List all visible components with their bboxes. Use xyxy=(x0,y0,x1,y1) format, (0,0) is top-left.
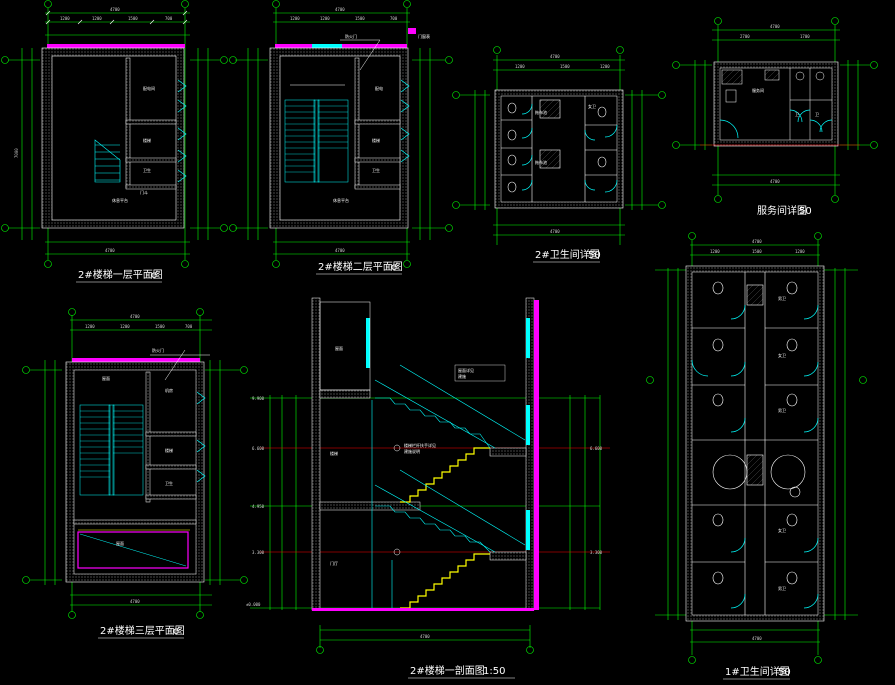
stair-floor1-title: 2#楼梯一层平面图 xyxy=(78,268,163,281)
svg-text:4.950: 4.950 xyxy=(252,504,265,509)
svg-text:4700: 4700 xyxy=(335,7,345,12)
svg-text:1200: 1200 xyxy=(85,324,95,329)
svg-text:3.300: 3.300 xyxy=(252,550,265,555)
svg-text:±0.000: ±0.000 xyxy=(246,602,261,607)
service-room-scale: 50 xyxy=(799,206,812,217)
service-room-title: 服务间详图 xyxy=(757,204,807,217)
stair-floor3-title: 2#楼梯三层平面图 xyxy=(100,624,185,637)
svg-text:4700: 4700 xyxy=(130,599,140,604)
svg-text:4700: 4700 xyxy=(130,314,140,319)
svg-text:6.600: 6.600 xyxy=(252,446,265,451)
svg-text:1700: 1700 xyxy=(800,34,810,39)
toilet2-title: 2#卫生间详图 xyxy=(535,248,600,261)
svg-text:卫生: 卫生 xyxy=(143,167,151,173)
svg-text:女卫: 女卫 xyxy=(588,103,596,109)
svg-text:卫生: 卫生 xyxy=(165,480,173,486)
svg-text:配电间: 配电间 xyxy=(143,85,155,91)
svg-text:女卫: 女卫 xyxy=(778,352,786,358)
svg-text:配电: 配电 xyxy=(375,85,383,91)
svg-text:卫: 卫 xyxy=(815,112,819,117)
toilet1-scale: 50 xyxy=(778,667,791,678)
svg-text:4700: 4700 xyxy=(110,7,120,12)
svg-text:男卫: 男卫 xyxy=(778,586,786,591)
stair-floor1-plan: 4700 1200 1200 1500 700 4700 7000 配电间 楼梯 卫… xyxy=(1,0,228,283)
svg-text:男卫: 男卫 xyxy=(778,296,786,301)
svg-text:屋面: 屋面 xyxy=(102,375,110,381)
svg-text:4700: 4700 xyxy=(335,248,345,253)
svg-text:机房: 机房 xyxy=(165,387,173,393)
stair-floor3-scale: o xyxy=(173,626,179,637)
svg-text:卫生: 卫生 xyxy=(372,167,380,173)
svg-text:拖布池: 拖布池 xyxy=(535,109,547,115)
svg-text:屋面: 屋面 xyxy=(335,345,343,351)
svg-text:1500: 1500 xyxy=(155,324,165,329)
svg-text:1200: 1200 xyxy=(120,324,130,329)
svg-text:男卫: 男卫 xyxy=(778,408,786,413)
svg-text:4700: 4700 xyxy=(105,248,115,253)
svg-text:1200: 1200 xyxy=(710,249,720,254)
stair-floor2-scale: o xyxy=(391,262,397,273)
svg-text:门斗: 门斗 xyxy=(140,189,148,195)
svg-text:卫: 卫 xyxy=(795,112,799,117)
stair-floor3-plan: 4700 1200 1200 1500 700 4700 xyxy=(22,308,248,639)
toilet1-title: 1#卫生间详图 xyxy=(725,665,790,678)
svg-text:屋面: 屋面 xyxy=(116,540,124,546)
toilet2-detail-plan: 4700 1200 1500 1200 4700 xyxy=(452,46,666,263)
svg-text:女卫: 女卫 xyxy=(778,527,786,533)
svg-text:防火门: 防火门 xyxy=(152,347,164,353)
svg-text:建施说明: 建施说明 xyxy=(404,448,420,454)
svg-text:楼梯: 楼梯 xyxy=(330,450,338,456)
svg-text:1500: 1500 xyxy=(560,64,570,69)
toilet1-detail-plan: 4700 1200 1500 1200 4700 xyxy=(646,232,867,680)
svg-text:9.900: 9.900 xyxy=(252,396,265,401)
svg-text:门窗表: 门窗表 xyxy=(418,33,430,39)
svg-text:楼梯: 楼梯 xyxy=(372,137,380,143)
stair-floor2-plan: 4700 1200 1200 1500 700 4700 xyxy=(229,0,453,275)
svg-text:1500: 1500 xyxy=(355,16,365,21)
stair-floor2-title: 2#楼梯二层平面图 xyxy=(318,260,403,273)
svg-text:拖布池: 拖布池 xyxy=(535,159,547,165)
svg-text:防火门: 防火门 xyxy=(345,33,357,39)
svg-text:楼梯: 楼梯 xyxy=(143,137,151,143)
stair-section-scale: 1:50 xyxy=(483,666,505,677)
stair-section-title: 2#楼梯一剖面图 xyxy=(410,664,485,677)
stair-section-drawing: 屋面 楼梯 门厅 楼梯栏杆扶手详见 建施说明 屋面详见 建施 9.900 6.6… xyxy=(246,297,610,679)
svg-text:1200: 1200 xyxy=(795,249,805,254)
svg-text:7000: 7000 xyxy=(14,148,19,158)
svg-text:3.300: 3.300 xyxy=(590,550,603,555)
svg-text:屋面详见: 屋面详见 xyxy=(458,367,474,373)
svg-text:4700: 4700 xyxy=(420,634,430,639)
stair-floor1-scale: o xyxy=(151,270,157,281)
toilet2-scale: 50 xyxy=(588,250,601,261)
svg-text:700: 700 xyxy=(390,16,398,21)
svg-text:1200: 1200 xyxy=(515,64,525,69)
svg-text:服务间: 服务间 xyxy=(752,87,764,93)
svg-text:建施: 建施 xyxy=(458,373,466,379)
svg-text:4700: 4700 xyxy=(770,179,780,184)
svg-text:4700: 4700 xyxy=(550,54,560,59)
svg-text:700: 700 xyxy=(165,16,173,21)
svg-text:4700: 4700 xyxy=(550,229,560,234)
svg-text:6.600: 6.600 xyxy=(590,446,603,451)
svg-text:4700: 4700 xyxy=(752,239,762,244)
svg-text:1200: 1200 xyxy=(60,16,70,21)
svg-text:1200: 1200 xyxy=(600,64,610,69)
svg-text:1200: 1200 xyxy=(320,16,330,21)
svg-text:门厅: 门厅 xyxy=(330,560,338,566)
service-room-detail-plan: 4700 2700 1700 4700 服务间 卫 xyxy=(672,17,878,217)
svg-text:4700: 4700 xyxy=(770,24,780,29)
svg-text:1500: 1500 xyxy=(752,249,762,254)
svg-text:楼梯: 楼梯 xyxy=(165,447,173,453)
svg-text:1200: 1200 xyxy=(92,16,102,21)
svg-text:4700: 4700 xyxy=(752,636,762,641)
svg-text:休息平台: 休息平台 xyxy=(333,197,349,203)
svg-text:2700: 2700 xyxy=(740,34,750,39)
svg-text:休息平台: 休息平台 xyxy=(112,197,128,203)
svg-text:1500: 1500 xyxy=(128,16,138,21)
svg-text:楼梯栏杆扶手详见: 楼梯栏杆扶手详见 xyxy=(404,442,436,448)
svg-text:700: 700 xyxy=(185,324,193,329)
svg-text:1200: 1200 xyxy=(290,16,300,21)
